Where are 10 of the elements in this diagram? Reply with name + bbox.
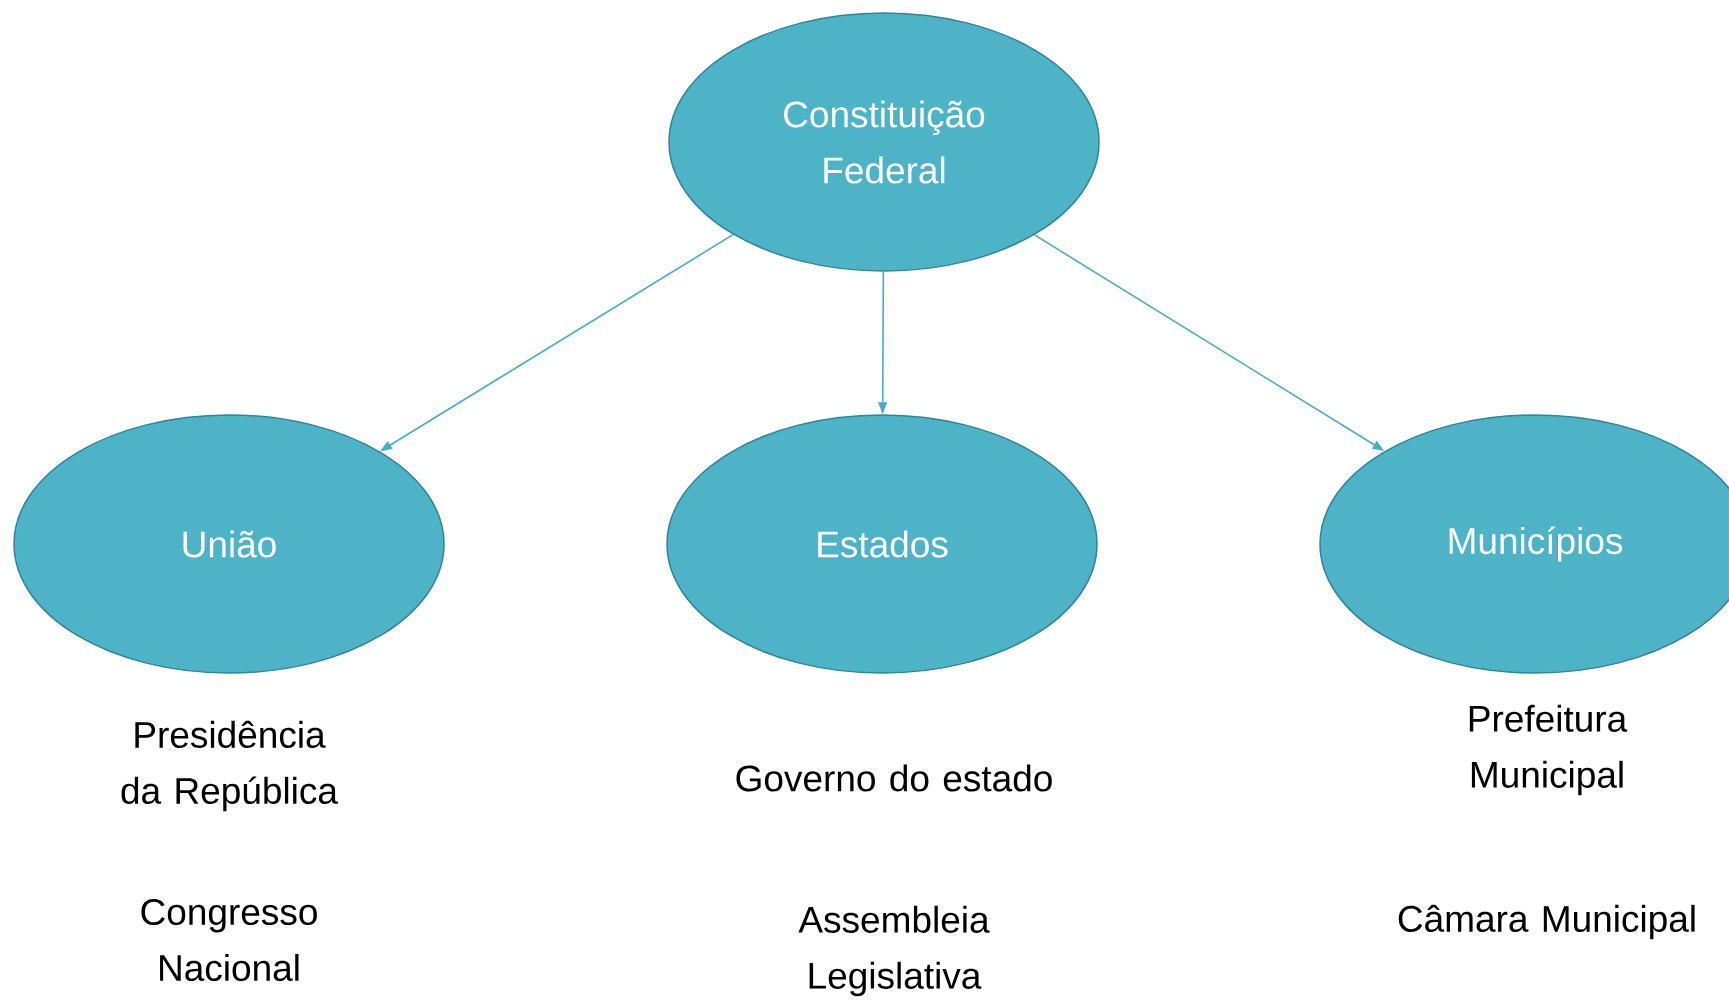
caption-text: Governo do estado xyxy=(736,764,1052,792)
ellipse-node: União xyxy=(13,414,445,674)
caption-text: Presidência da República xyxy=(121,720,338,812)
ellipse-node: Municípios xyxy=(1319,414,1729,674)
caption-text: Assembleia Legislativa xyxy=(798,905,990,997)
caption-text: Prefeitura Municipal xyxy=(1469,704,1628,796)
caption-text: Câmara Municipal xyxy=(1398,904,1695,940)
ellipse-node: Constituição Federal xyxy=(668,12,1100,272)
ellipse-node: Estados xyxy=(666,414,1098,674)
caption-text: Congresso Nacional xyxy=(141,898,317,982)
